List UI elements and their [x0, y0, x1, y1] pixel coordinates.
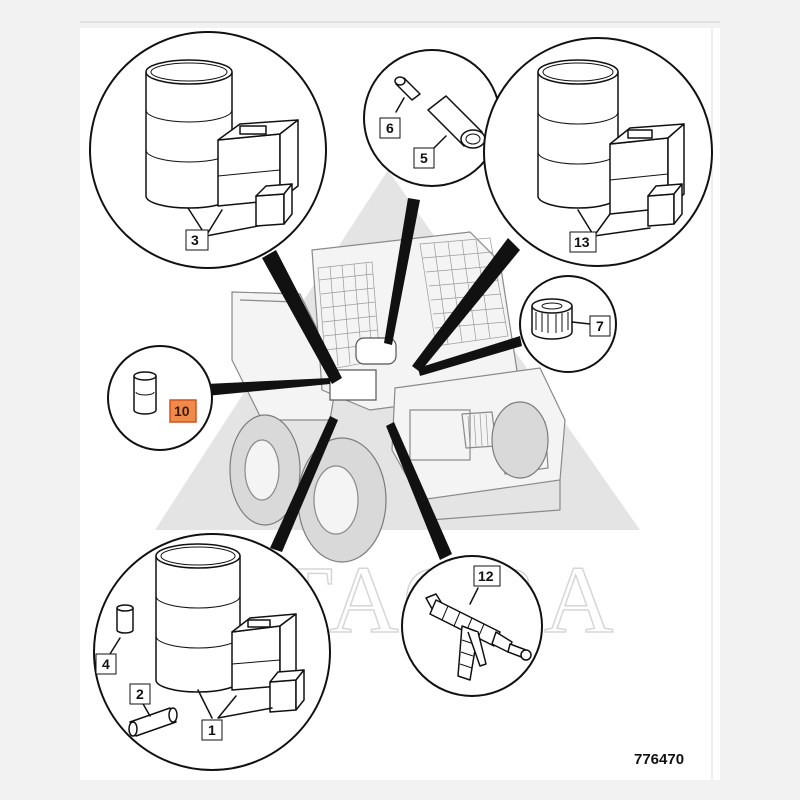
- callout-10-label: 10: [174, 403, 190, 419]
- callout-7[interactable]: [589, 315, 611, 337]
- detail-circle-10-frame: [107, 345, 213, 451]
- callout-5[interactable]: [413, 147, 435, 169]
- small-can-icon: [255, 193, 285, 227]
- leader-lines: [206, 198, 522, 560]
- drum-icon: [155, 555, 241, 693]
- cab-grille: [317, 237, 509, 371]
- leader-1-2-4: [270, 416, 338, 552]
- leader-5-6: [384, 198, 420, 345]
- detail-circle-10: 10: [107, 345, 213, 451]
- detail-circle-5-6: 6 5: [363, 49, 501, 187]
- callout-5-label: 5: [420, 150, 428, 166]
- small-can-icon: [269, 679, 297, 713]
- callout-12[interactable]: [473, 565, 501, 587]
- callout-1-label: 1: [208, 722, 216, 738]
- filter-cartridge-icon: [116, 607, 134, 634]
- callout-2[interactable]: [129, 683, 151, 705]
- wheel-front-left-hub: [313, 465, 359, 535]
- callout-3-label: 3: [191, 232, 199, 248]
- detail-circle-3: 3: [89, 31, 327, 269]
- callout-13-label: 13: [574, 234, 590, 250]
- drum-icon: [537, 71, 619, 209]
- leader-10: [206, 378, 330, 396]
- leader-7: [418, 336, 522, 376]
- callout-7-label: 7: [596, 318, 604, 334]
- detail-circle-12: 12: [401, 555, 543, 697]
- callout-4[interactable]: [95, 653, 117, 675]
- engine-panel: [409, 409, 471, 461]
- leader-13: [412, 238, 520, 372]
- grease-gun-icon: [425, 593, 532, 681]
- figure-number: 776470: [634, 751, 684, 768]
- detail-circle-13: 13: [483, 37, 713, 267]
- filter-location-marker: [355, 337, 397, 365]
- wheel-rear-right: [491, 401, 549, 479]
- callout-3[interactable]: [185, 229, 209, 251]
- callout-1[interactable]: [201, 719, 223, 741]
- callout-13[interactable]: [569, 231, 597, 253]
- detail-circle-1-2-4: 4 2 1: [93, 533, 331, 771]
- callout-4-label: 4: [102, 656, 110, 672]
- callout-2-label: 2: [136, 686, 144, 702]
- tank-location-marker: [329, 369, 377, 401]
- callout-6[interactable]: [379, 117, 401, 139]
- detail-circle-7: 7: [519, 275, 617, 373]
- callout-12-label: 12: [478, 568, 494, 584]
- callout-6-label: 6: [386, 120, 394, 136]
- leader-3: [262, 250, 342, 384]
- wheel-rear-left-hub: [244, 439, 280, 501]
- small-can-icon: [647, 193, 675, 227]
- leader-12: [386, 422, 452, 560]
- callout-10-selected[interactable]: [169, 399, 197, 423]
